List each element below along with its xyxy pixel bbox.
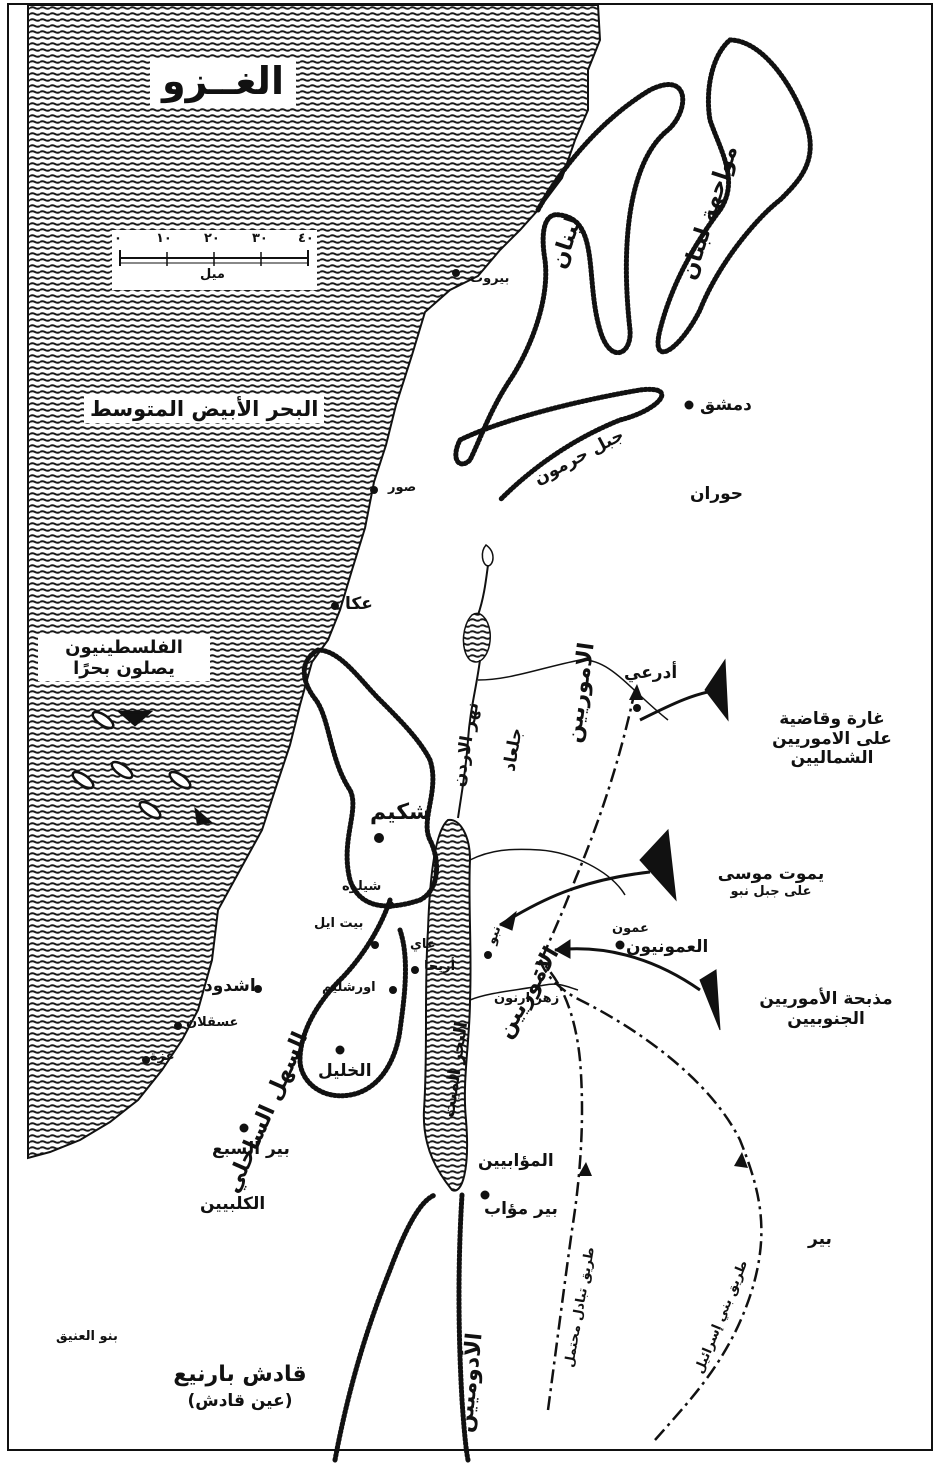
philistines-line-2: يصلون بحرًا	[73, 657, 175, 679]
annotation-raid-line-2: على الاموريين	[772, 728, 892, 749]
lake-huleh	[481, 543, 494, 567]
annotation-raid-line-1: غارة وقاضية	[779, 709, 885, 729]
philistines-line-1: الفلسطينيون	[65, 637, 183, 658]
place-gaza: غزة	[150, 1049, 175, 1064]
place-edrei: أدرعي	[624, 663, 678, 683]
place-beer: بير	[808, 1229, 832, 1249]
jordan-river	[457, 564, 489, 819]
region-kenites: الكلبيين	[200, 1194, 266, 1214]
scale-tick-20: ٢٠	[204, 231, 220, 246]
place-moab-well: بير مؤاب	[484, 1199, 558, 1219]
place-acre: عكا	[345, 594, 373, 614]
place-ein-kadesh: (عين قادش)	[187, 1391, 293, 1411]
place-beirut: بيروت	[470, 271, 510, 286]
place-shechem: شكيم	[370, 800, 431, 825]
region-moabites: المؤابيين	[478, 1151, 554, 1171]
dead-sea	[422, 818, 472, 1192]
scale-unit: ميل	[200, 267, 225, 282]
place-ashkelon: عسقلان	[186, 1015, 239, 1030]
sea-of-galilee	[462, 612, 491, 663]
place-hauran: حوران	[690, 484, 744, 504]
scale-tick-40: ٤٠	[298, 231, 314, 246]
place-jericho: أريحا	[424, 959, 456, 974]
place-amman: عمون	[612, 921, 649, 936]
route-arrowheads	[578, 684, 748, 1176]
annotation-moses-line-1: يموت موسى	[717, 864, 825, 884]
town-dots	[142, 269, 694, 1200]
philistines-label: الفلسطينيون يصلون بحرًا	[38, 636, 210, 682]
routes	[533, 689, 763, 1441]
annotation-moses-line-2: على جبل نبو	[730, 883, 812, 899]
philistine-ships	[71, 710, 213, 826]
map-title: الغــزو	[150, 58, 296, 106]
region-anakim: بنو العنيق	[56, 1329, 118, 1344]
arrows	[499, 658, 729, 1031]
place-bethel: بيت ايل	[314, 916, 364, 931]
region-ammonites: العمونيون	[626, 937, 709, 957]
scale-tick-30: ٣٠	[252, 231, 268, 246]
place-damascus: دمشق	[700, 395, 752, 415]
place-ai: عاي	[410, 937, 436, 952]
jabbok-river	[469, 848, 626, 896]
annotation-raid: غارة وقاضية على الاموريين الشماليين	[742, 709, 922, 769]
scale-tick-0: ٠	[114, 231, 122, 246]
place-tyre: صور	[388, 480, 417, 495]
place-ashdod: اشدود	[204, 976, 256, 996]
annotation-raid-line-3: الشماليين	[790, 748, 874, 769]
scale-tick-10: ١٠	[156, 231, 172, 246]
place-shiloh: شيلوه	[342, 879, 382, 894]
annotation-massacre-line-1: مذبحة الأموريين	[759, 989, 893, 1009]
place-jerusalem: اورشليم	[322, 980, 376, 995]
place-arnon: زهر ارنون	[494, 991, 560, 1006]
place-beersheba: بير السبع	[212, 1139, 290, 1159]
scale-bar: ٠ ١٠ ٢٠ ٣٠ ٤٠ ميل	[112, 230, 317, 290]
annotation-moses: يموت موسى على جبل نبو	[696, 864, 846, 899]
mountain-ridges	[297, 37, 813, 1463]
mediterranean-sea	[27, 4, 602, 1160]
annotation-massacre-line-2: الجنوبيين	[787, 1008, 865, 1029]
place-kadesh: قادش بارنيع	[173, 1362, 307, 1387]
sea-label: البحر الأبيض المتوسط	[84, 395, 325, 424]
annotation-massacre: مذبحة الأموريين الجنوبيين	[726, 989, 926, 1029]
place-hebron: الخليل	[318, 1061, 372, 1081]
arnon-river	[469, 983, 579, 1001]
